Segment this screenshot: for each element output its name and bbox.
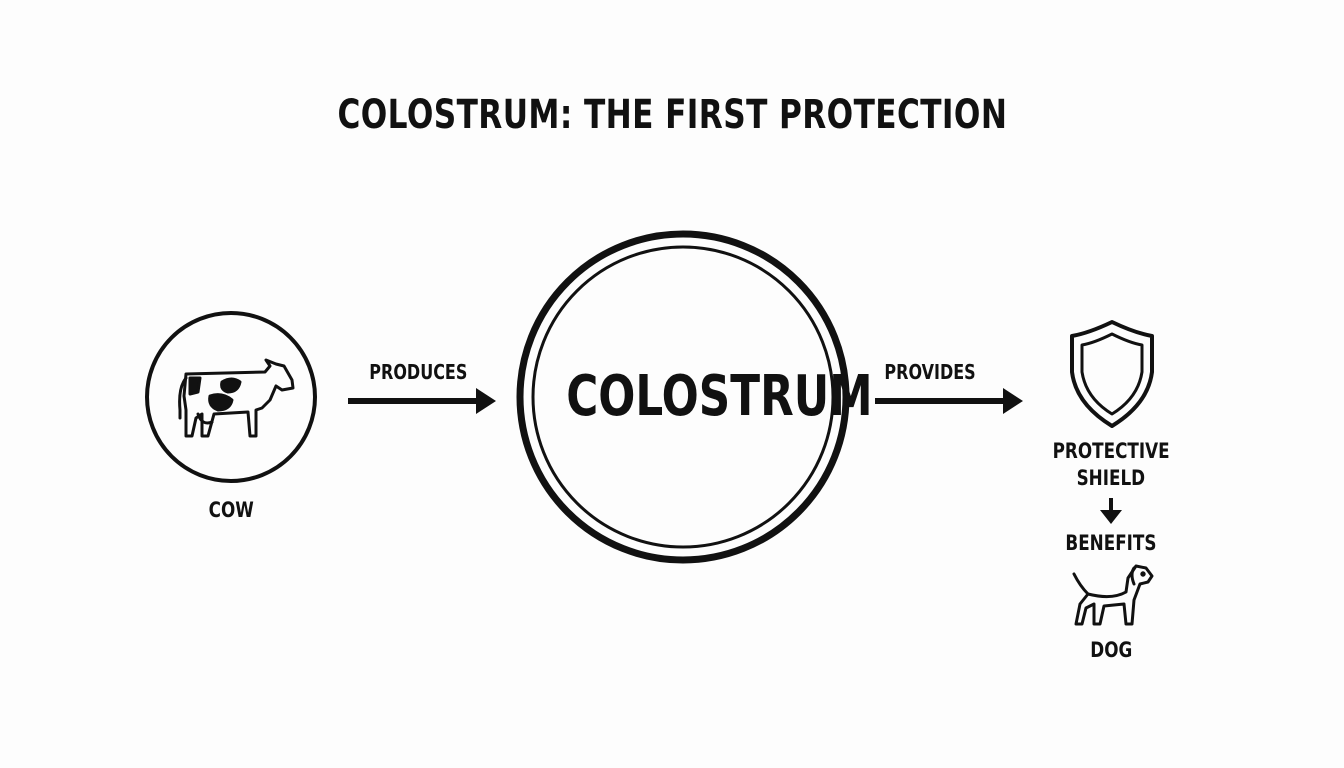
title-text: COLOSTRUM: THE FIRST PROTECTION (337, 92, 1007, 138)
produces-label: PRODUCES (348, 359, 488, 386)
benefits-label-text: BENEFITS (1065, 531, 1157, 555)
dog-label-text: DOG (1089, 638, 1133, 662)
colostrum-label-text: COLOSTRUM (566, 364, 873, 429)
benefits-label: BENEFITS (1046, 530, 1176, 557)
colostrum-outer-ring (516, 230, 850, 564)
dog-icon (1072, 564, 1154, 626)
colostrum-inner-ring (531, 245, 835, 549)
dog-label: DOG (1061, 637, 1161, 664)
provides-label: PROVIDES (860, 359, 1000, 386)
diagram-title: COLOSTRUM: THE FIRST PROTECTION (0, 92, 1344, 138)
shield-label: PROTECTIVE SHIELD (1036, 438, 1186, 492)
colostrum-label: COLOSTRUM (523, 364, 872, 429)
shield-icon (1070, 320, 1154, 428)
arrow-produces (348, 388, 496, 414)
provides-label-text: PROVIDES (884, 360, 976, 384)
cow-node-circle (145, 311, 317, 483)
arrow-provides (875, 388, 1023, 414)
cow-icon (178, 358, 295, 438)
produces-label-text: PRODUCES (368, 360, 468, 384)
shield-label-line1: PROTECTIVE (1052, 439, 1170, 463)
cow-label-text: COW (208, 498, 254, 522)
cow-label: COW (181, 497, 281, 524)
shield-label-line2: SHIELD (1076, 466, 1146, 490)
arrow-benefits (1100, 498, 1122, 524)
